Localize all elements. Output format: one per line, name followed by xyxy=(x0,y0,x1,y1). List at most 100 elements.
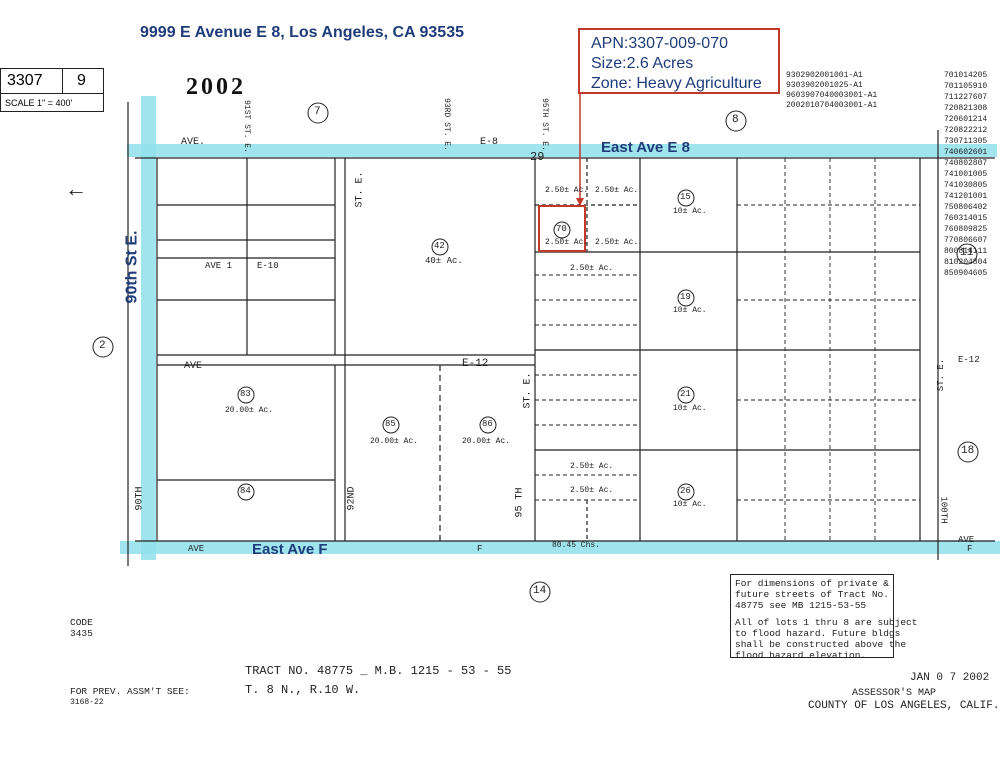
note-dim-3: 48775 see MB 1215-53-55 xyxy=(735,600,867,611)
label-95th: 95TH ST. E. xyxy=(539,98,549,151)
code-value: 3435 xyxy=(70,628,93,639)
highlight-ave-f xyxy=(120,541,1000,554)
label-ave-left: AVE xyxy=(184,361,203,372)
prev-ref: 3168-22 xyxy=(70,698,104,707)
parcel-area-label: 2.50± Ac. xyxy=(595,186,639,195)
ref-top-4: 2002010704003001-A1 xyxy=(786,101,878,110)
ref-top-1: 9302902001001-A1 xyxy=(786,71,863,80)
notes-box xyxy=(730,574,894,658)
label-st-e-2: ST. E. xyxy=(522,372,534,409)
parcel-70-number[interactable]: 70 xyxy=(556,224,567,234)
parcel-19-area: 10± Ac. xyxy=(673,306,707,315)
label-95th-lower: 95 TH xyxy=(514,487,526,518)
label-e12-right: E-12 xyxy=(958,355,980,365)
ref-item: 720822212 xyxy=(944,126,988,135)
book-number: 3307 xyxy=(7,72,43,89)
parcel-42-number: 42 xyxy=(434,241,445,251)
label-f-right: F xyxy=(967,544,973,554)
parcel-area-label: 2.50± Ac. xyxy=(570,462,614,471)
parcel-85-area: 20.00± Ac. xyxy=(370,437,419,446)
map-date: JAN 0 7 2002 xyxy=(910,672,990,684)
note-dim-1: For dimensions of private & xyxy=(735,578,889,589)
circle-14: 14 xyxy=(533,585,547,597)
parcel-15-area: 10± Ac. xyxy=(673,207,707,216)
label-90th-lower: 90TH xyxy=(134,486,146,511)
circle-11: 11 xyxy=(960,247,974,259)
parcel-15-number: 15 xyxy=(680,192,691,202)
dim-80: 80.45 Chs. xyxy=(552,541,601,550)
parcel-85-number: 85 xyxy=(385,419,396,429)
prev-assmt: FOR PREV. ASSM'T SEE: xyxy=(70,686,190,697)
circle-8: 8 xyxy=(732,114,739,126)
parcel-83-area: 20.00± Ac. xyxy=(225,406,274,415)
property-address: 9999 E Avenue E 8, Los Angeles, CA 93535 xyxy=(140,24,464,41)
ref-item: 701105910 xyxy=(944,82,988,91)
code-label: CODE xyxy=(70,617,93,628)
parcel-70-area: 2.50± Ac. xyxy=(545,238,589,247)
label-93rd: 93RD ST. E. xyxy=(441,98,451,151)
ref-item: 741001005 xyxy=(944,170,988,179)
parcel-84-number: 84 xyxy=(240,486,251,496)
parcel-86-number: 86 xyxy=(482,419,493,429)
ref-item: 800814111 xyxy=(944,247,988,256)
label-e10: E-10 xyxy=(257,261,279,271)
ref-item: 760809825 xyxy=(944,225,988,234)
note-flood-3: shall be constructed above the xyxy=(735,639,907,650)
label-f-mid: F xyxy=(477,544,483,554)
county-label: COUNTY OF LOS ANGELES, CALIF. xyxy=(808,700,1000,712)
label-st-e: ST. E. xyxy=(354,171,366,208)
parcel-area-label: 2.50± Ac. xyxy=(570,264,614,273)
ref-item: 760314015 xyxy=(944,214,988,223)
label-ave-top: AVE. xyxy=(181,137,206,148)
parcel-26-area: 10± Ac. xyxy=(673,500,707,509)
highlight-ave-e8 xyxy=(127,144,997,157)
parcel-21-number: 21 xyxy=(680,389,691,399)
scale-label: SCALE 1" = 400' xyxy=(5,98,73,108)
callout-size: Size:2.6 Acres xyxy=(591,55,694,72)
note-flood-4: flood hazard elevation. xyxy=(735,650,867,661)
note-flood-2: to flood hazard. Future bldgs xyxy=(735,628,901,639)
callout-apn: APN:3307-009-070 xyxy=(591,35,728,52)
callout-arrowhead xyxy=(576,198,584,206)
parcel-26-number: 26 xyxy=(680,486,691,496)
subject-parcel-70[interactable] xyxy=(538,205,586,252)
ref-item: 750806402 xyxy=(944,203,988,212)
label-ave-right: AVE xyxy=(958,535,975,545)
parcel-21-area: 10± Ac. xyxy=(673,404,707,413)
ref-item: 730711305 xyxy=(944,137,988,146)
street-90th: 90th St E. xyxy=(123,230,141,304)
ref-item: 711227607 xyxy=(944,93,988,102)
circle-2: 2 xyxy=(99,340,106,352)
callout-zone: Zone: Heavy Agriculture xyxy=(591,75,762,92)
parcel-83-number: 83 xyxy=(240,389,251,399)
id-box-divider xyxy=(62,68,63,93)
id-box-hline xyxy=(0,93,104,94)
circle-7: 7 xyxy=(314,106,321,118)
ref-top-2: 9303902001025-A1 xyxy=(786,81,863,90)
note-flood-1: All of lots 1 thru 8 are subject xyxy=(735,617,918,628)
note-dim-2: future streets of Tract No. xyxy=(735,589,889,600)
label-100th: 100TH xyxy=(938,496,949,524)
parcel-area-label: 2.50± Ac. xyxy=(545,186,589,195)
label-ave-f-small: AVE xyxy=(188,544,205,554)
ref-item: 741201001 xyxy=(944,192,988,201)
parcel-86-area: 20.00± Ac. xyxy=(462,437,511,446)
ref-top-3: 9603907040003001-A1 xyxy=(786,91,878,100)
page-number: 9 xyxy=(77,72,86,89)
parcel-42-area: 40± Ac. xyxy=(425,256,463,266)
street-ave-e8: East Ave E 8 xyxy=(601,139,690,156)
ref-item: 701014205 xyxy=(944,71,988,80)
label-st-e-right: ST. E. xyxy=(936,358,947,392)
label-e8: E-8 xyxy=(480,137,499,148)
ref-item: 720821308 xyxy=(944,104,988,113)
parcel-area-label: 2.50± Ac. xyxy=(570,486,614,495)
ref-item: 741030805 xyxy=(944,181,988,190)
highlight-90th-st xyxy=(141,96,156,560)
township-label: T. 8 N., R.10 W. xyxy=(245,683,361,697)
parcel-callout: APN:3307-009-070 Size:2.6 Acres Zone: He… xyxy=(578,28,780,94)
label-29: 29 xyxy=(530,150,545,164)
ref-item: 720601214 xyxy=(944,115,988,124)
ref-item: 770806607 xyxy=(944,236,988,245)
label-92nd: 92ND xyxy=(346,486,358,511)
